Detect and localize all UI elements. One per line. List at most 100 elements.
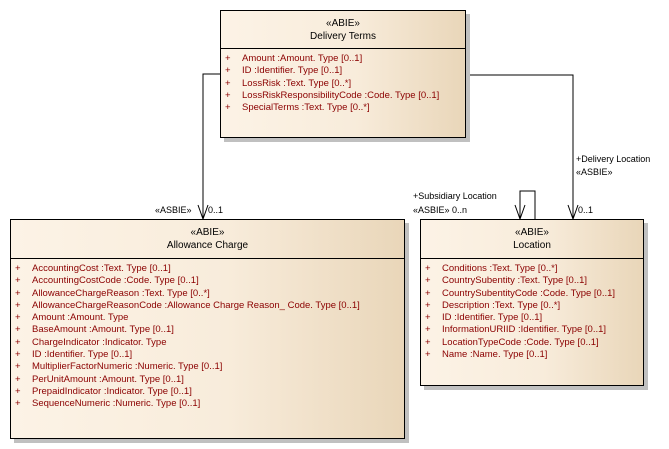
visibility-marker: + (425, 312, 431, 324)
delivery-location-role-label: +Delivery Location (576, 154, 651, 164)
visibility-marker: + (15, 349, 21, 361)
attribute-list: + AccountingCost :Text. Type [0..1] + Acco… (11, 259, 404, 411)
attribute-text: BaseAmount :Amount. Type [0..1] (32, 324, 174, 336)
attribute-row[interactable]: + ID :Identifier. Type [0..1] (11, 349, 404, 361)
attribute-row[interactable]: + MultiplierFactorNumeric :Numeric. Type … (11, 361, 404, 373)
allowance-charge-multiplicity-label: 0..1 (208, 205, 224, 215)
attribute-text: ID :Identifier. Type [0..1] (442, 312, 543, 324)
attribute-row[interactable]: + LossRisk :Text. Type [0..*] (221, 78, 465, 90)
attribute-row[interactable]: + PrepaidIndicator :Indicator. Type [0..1… (11, 386, 404, 398)
attribute-row[interactable]: + SpecialTerms :Text. Type [0..*] (221, 102, 465, 114)
attribute-text: Amount :Amount. Type (32, 312, 129, 324)
visibility-marker: + (15, 324, 21, 336)
attribute-text: Description :Text. Type [0..*] (442, 299, 561, 311)
visibility-marker: + (425, 349, 431, 361)
class-name: Allowance Charge (166, 240, 249, 251)
attribute-text: ID :Identifier. Type [0..1] (32, 349, 133, 361)
visibility-marker: + (15, 336, 21, 348)
attribute-row[interactable]: + BaseAmount :Amount. Type [0..1] (11, 324, 404, 336)
class-name: Delivery Terms (310, 31, 376, 42)
class-stereotype: «ABIE» (515, 227, 549, 238)
visibility-marker: + (15, 275, 21, 287)
visibility-marker: + (425, 287, 431, 299)
attribute-row[interactable]: + Amount :Amount. Type [0..1] (221, 53, 465, 65)
class-allowance-charge[interactable]: «ABIE» Allowance Charge + AccountingCost … (10, 219, 405, 439)
attribute-row[interactable]: + SequenceNumeric :Numeric. Type [0..1] (11, 398, 404, 410)
attribute-text: AllowanceChargeReasonCode :Allowance Cha… (32, 299, 360, 311)
delivery-location-multiplicity-label: 0..1 (578, 205, 594, 215)
attribute-text: Conditions :Text. Type [0..*] (442, 263, 558, 274)
subsidiary-location-stereotype-label: «ASBIE» 0..n (413, 205, 468, 215)
attribute-text: SequenceNumeric :Numeric. Type [0..1] (32, 398, 201, 410)
class-stereotype: «ABIE» (326, 18, 360, 29)
attribute-row[interactable]: + InformationURIID :Identifier. Type [0..… (421, 324, 643, 336)
association-line-subsidiary-location[interactable] (519, 190, 536, 219)
visibility-marker: + (15, 373, 21, 385)
attribute-row[interactable]: + Amount :Amount. Type (11, 312, 404, 324)
attribute-row[interactable]: + AllowanceChargeReasonCode :Allowance Ch… (11, 300, 404, 312)
attribute-text: LossRisk :Text. Type [0..*] (242, 77, 352, 89)
attribute-text: MultiplierFactorNumeric :Numeric. Type [… (32, 361, 223, 373)
visibility-marker: + (15, 263, 21, 274)
attribute-text: CountrySubentity :Text. Type [0..1] (442, 275, 588, 287)
class-header: «ABIE» Allowance Charge (11, 220, 404, 259)
attribute-row[interactable]: + AccountingCostCode :Code. Type [0..1] (11, 275, 404, 287)
attribute-text: Name :Name. Type [0..1] (442, 349, 548, 361)
attribute-list: + Amount :Amount. Type [0..1] + ID :Identi… (221, 49, 465, 114)
visibility-marker: + (15, 385, 21, 397)
visibility-marker: + (15, 287, 21, 299)
subsidiary-location-role-label: +Subsidiary Location (413, 191, 497, 201)
attribute-text: LossRiskResponsibilityCode :Code. Type [… (242, 89, 440, 101)
attribute-text: InformationURIID :Identifier. Type [0..1… (442, 324, 607, 336)
class-delivery-terms[interactable]: «ABIE» Delivery Terms + Amount :Amount. T… (220, 10, 466, 138)
visibility-marker: + (425, 324, 431, 336)
visibility-marker: + (225, 102, 231, 114)
association-line-allowance-charge[interactable] (202, 73, 220, 219)
attribute-row[interactable]: + Name :Name. Type [0..1] (421, 349, 643, 361)
attribute-row[interactable]: + Conditions :Text. Type [0..*] (421, 263, 643, 275)
attribute-row[interactable]: + CountrySubentityCode :Code. Type [0..1] (421, 288, 643, 300)
visibility-marker: + (425, 299, 431, 311)
class-header: «ABIE» Delivery Terms (221, 11, 465, 49)
attribute-row[interactable]: + AccountingCost :Text. Type [0..1] (11, 263, 404, 275)
attribute-row[interactable]: + ID :Identifier. Type [0..1] (421, 312, 643, 324)
visibility-marker: + (225, 65, 231, 77)
attribute-list: + Conditions :Text. Type [0..*] + CountryS… (421, 259, 643, 361)
attribute-text: SpecialTerms :Text. Type [0..*] (242, 102, 370, 114)
visibility-marker: + (425, 263, 431, 274)
class-location[interactable]: «ABIE» Location + Conditions :Text. Type … (420, 219, 644, 386)
attribute-text: PerUnitAmount :Amount. Type [0..1] (32, 373, 184, 385)
visibility-marker: + (225, 53, 231, 64)
attribute-row[interactable]: + AllowanceChargeReason :Text. Type [0..*… (11, 288, 404, 300)
visibility-marker: + (15, 398, 21, 410)
class-name: Location (513, 240, 551, 251)
attribute-row[interactable]: + ChargeIndicator :Indicator. Type (11, 337, 404, 349)
delivery-location-stereotype-label: «ASBIE» (576, 167, 613, 177)
attribute-text: CountrySubentityCode :Code. Type [0..1] (442, 287, 616, 299)
attribute-text: ID :Identifier. Type [0..1] (242, 65, 343, 77)
visibility-marker: + (15, 299, 21, 311)
class-stereotype: «ABIE» (190, 227, 225, 238)
attribute-text: ChargeIndicator :Indicator. Type (32, 336, 167, 348)
attribute-row[interactable]: + LossRiskResponsibilityCode :Code. Type … (221, 90, 465, 102)
visibility-marker: + (225, 77, 231, 89)
attribute-row[interactable]: + LocationTypeCode :Code. Type [0..1] (421, 337, 643, 349)
attribute-row[interactable]: + Description :Text. Type [0..*] (421, 300, 643, 312)
visibility-marker: + (225, 89, 231, 101)
attribute-row[interactable]: + CountrySubentity :Text. Type [0..1] (421, 275, 643, 287)
association-line-delivery-location[interactable] (465, 74, 574, 219)
attribute-text: AccountingCostCode :Code. Type [0..1] (32, 275, 199, 287)
visibility-marker: + (425, 336, 431, 348)
visibility-marker: + (15, 312, 21, 324)
attribute-text: LocationTypeCode :Code. Type [0..1] (442, 336, 599, 348)
attribute-row[interactable]: + PerUnitAmount :Amount. Type [0..1] (11, 374, 404, 386)
attribute-text: AccountingCost :Text. Type [0..1] (32, 263, 171, 274)
class-header: «ABIE» Location (421, 220, 643, 259)
attribute-text: Amount :Amount. Type [0..1] (242, 53, 363, 64)
attribute-text: PrepaidIndicator :Indicator. Type [0..1] (32, 385, 192, 397)
visibility-marker: + (15, 361, 21, 373)
visibility-marker: + (425, 275, 431, 287)
attribute-text: AllowanceChargeReason :Text. Type [0..*] (32, 287, 210, 299)
allowance-charge-stereotype-label: «ASBIE» (155, 205, 192, 215)
attribute-row[interactable]: + ID :Identifier. Type [0..1] (221, 65, 465, 77)
